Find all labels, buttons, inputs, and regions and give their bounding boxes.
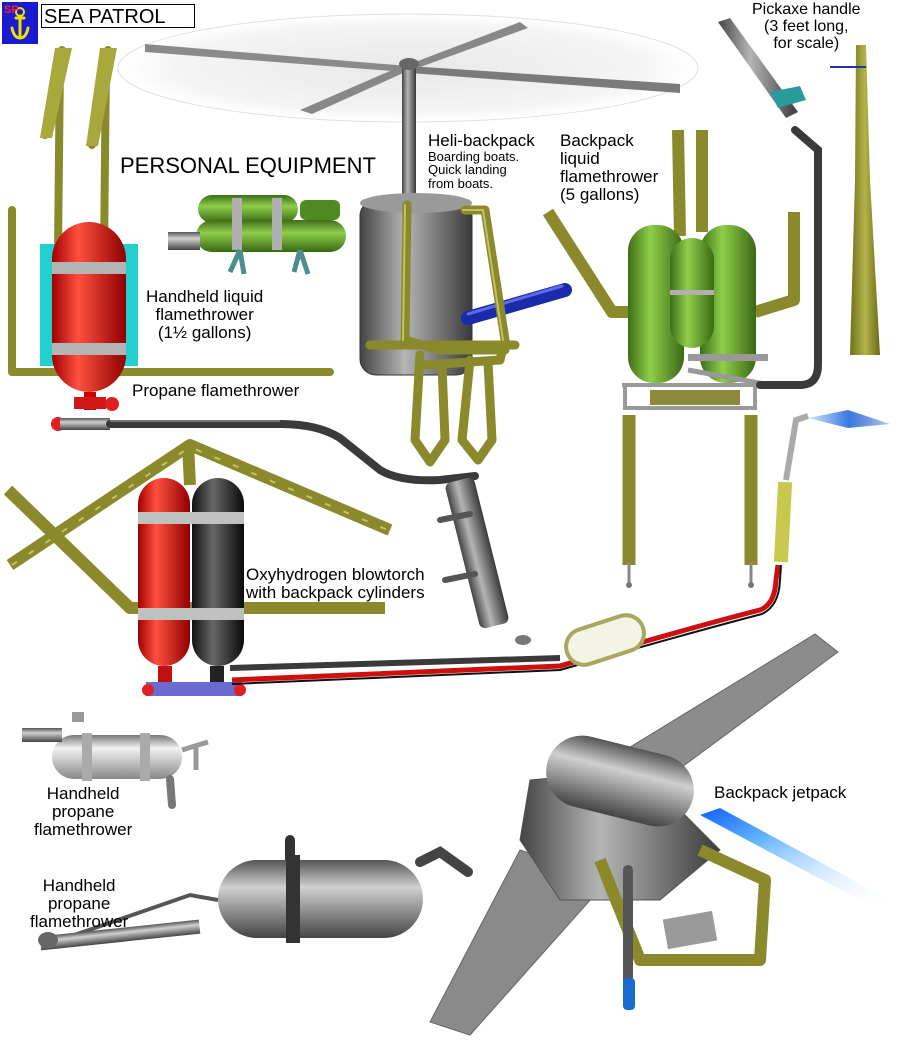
backpack-liquid-flamethrower [542, 18, 822, 588]
brand-name: SEA PATROL [41, 4, 195, 28]
oxyhydrogen-blowtorch [3, 410, 890, 696]
logo-letters: SP [4, 4, 19, 16]
propane-flamethrower [8, 46, 531, 645]
heli-backpack [117, 13, 699, 467]
label-propane-flamethrower: Propane flamethrower [132, 381, 300, 400]
backpack-jetpack [429, 633, 890, 1036]
anchor-icon [10, 7, 30, 40]
label-heli-backpack: Heli-backpack Boarding boats. Quick land… [428, 131, 535, 192]
handheld-liquid-flamethrower [168, 195, 346, 275]
pickaxe-handle [830, 45, 880, 355]
label-backpack-jetpack: Backpack jetpack [714, 783, 847, 802]
page-title: PERSONAL EQUIPMENT [120, 153, 376, 178]
handheld-propane-flamethrower-2 [38, 835, 473, 951]
label-pickaxe-handle: Pickaxe handle(3 feet long,for scale) [752, 1, 861, 52]
handheld-propane-flamethrower-1 [22, 712, 209, 809]
sea-patrol-logo: SP [2, 2, 38, 44]
